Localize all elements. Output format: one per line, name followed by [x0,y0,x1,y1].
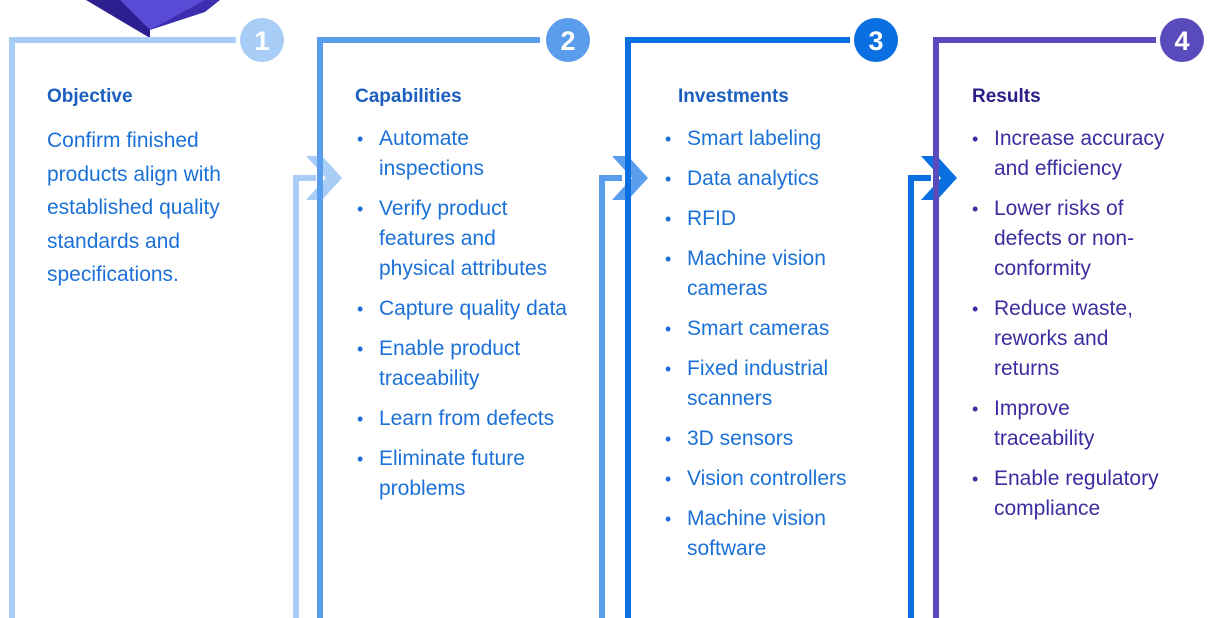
result-item-text: Enable regulatory compliance [994,467,1159,520]
result-item: • Enable regulatory compliance [970,464,1170,524]
investment-item-text: 3D sensors [687,427,794,450]
bullet-icon: • [665,429,672,449]
badge-2-number: 2 [560,26,575,56]
objective-text: Confirm finished products align with est… [47,129,221,286]
badge-3-number: 3 [868,26,883,56]
bullet-icon: • [665,469,672,489]
result-item-text: Improve traceability [994,397,1095,450]
capability-item: • Automate inspections [355,124,570,184]
bullet-icon: • [357,299,364,319]
capability-item: • Eliminate future problems [355,444,570,504]
result-item-text: Reduce waste, reworks and returns [994,297,1133,380]
bullet-icon: • [665,129,672,149]
bullet-icon: • [972,129,979,149]
result-item: • Reduce waste, reworks and returns [970,294,1170,384]
investment-item-text: Machine vision software [687,507,826,560]
column-4-frame: 4 [933,18,1204,618]
capability-item: • Capture quality data [355,294,570,324]
capability-item-text: Automate inspections [379,127,485,180]
capability-item-text: Verify product features and physical att… [379,197,548,280]
investment-item: • Smart labeling [663,124,893,154]
bullet-icon: • [972,469,979,489]
investment-item: • Data analytics [663,164,893,194]
badge-4-number: 4 [1174,26,1189,56]
capability-item-text: Learn from defects [379,407,555,430]
investment-item-text: Smart cameras [687,317,830,340]
capability-item: • Verify product features and physical at… [355,194,570,284]
bullet-icon: • [357,409,364,429]
bullet-icon: • [665,509,672,529]
investment-item: • 3D sensors [663,424,893,454]
bullet-icon: • [665,319,672,339]
bullet-icon: • [357,129,364,149]
investment-item: • RFID [663,204,893,234]
investment-item-text: RFID [687,207,736,230]
column-1-frame: 1 [9,18,342,618]
result-item: • Increase accuracy and efficiency [970,124,1170,184]
badge-2 [546,18,590,62]
investment-item: • Machine vision cameras [663,244,893,304]
capability-item-text: Capture quality data [379,297,567,320]
investment-item-text: Machine vision cameras [687,247,826,300]
column-title-investments: Investments [678,86,789,107]
bullet-icon: • [357,339,364,359]
badge-4 [1160,18,1204,62]
column-investments: Investments • Smart labeling • Data analyti… [663,86,893,564]
bullet-icon: • [665,359,672,379]
result-item: • Lower risks of defects or non-conformit… [970,194,1170,284]
badge-1-number: 1 [254,26,269,56]
bullet-icon: • [357,199,364,219]
investments-list: • Smart labeling • Data analytics • RFID • Mach… [663,124,893,564]
bullet-icon: • [665,209,672,229]
investment-item-text: Vision controllers [687,467,847,490]
capability-item-text: Eliminate future problems [379,447,525,500]
investment-item: • Vision controllers [663,464,893,494]
investment-item: • Machine vision software [663,504,893,564]
investment-item-text: Data analytics [687,167,819,190]
column-2-frame: 2 [317,18,648,618]
results-list: • Increase accuracy and efficiency • Lower … [970,124,1170,524]
column-objective: Objective Confirm finished products alig… [0,0,300,618]
bullet-icon: • [972,199,979,219]
result-item: • Improve traceability [970,394,1170,454]
result-item-text: Increase accuracy and efficiency [994,127,1165,180]
bullet-icon: • [665,249,672,269]
result-item-text: Lower risks of defects or non-conformity [994,197,1135,280]
badge-1 [240,18,284,62]
arrow-1-to-2 [306,156,342,200]
bullet-icon: • [972,399,979,419]
bullet-icon: • [665,169,672,189]
investment-item: • Fixed industrial scanners [663,354,893,414]
capability-item: • Enable product traceability [355,334,570,394]
capabilities-list: • Automate inspections • Verify product fea… [355,124,570,504]
investment-item: • Smart cameras [663,314,893,344]
badge-3 [854,18,898,62]
bullet-icon: • [357,449,364,469]
column-title-results: Results [972,86,1041,107]
column-title-objective: Objective [47,86,133,107]
column-capabilities: Capabilities • Automate inspections • Verif… [355,86,570,504]
column-title-capabilities: Capabilities [355,86,462,107]
bullet-icon: • [972,299,979,319]
capability-item-text: Enable product traceability [379,337,521,390]
investment-item-text: Fixed industrial scanners [687,357,829,410]
capability-item: • Learn from defects [355,404,570,434]
cube-decoration [86,0,220,38]
investment-item-text: Smart labeling [687,127,822,150]
